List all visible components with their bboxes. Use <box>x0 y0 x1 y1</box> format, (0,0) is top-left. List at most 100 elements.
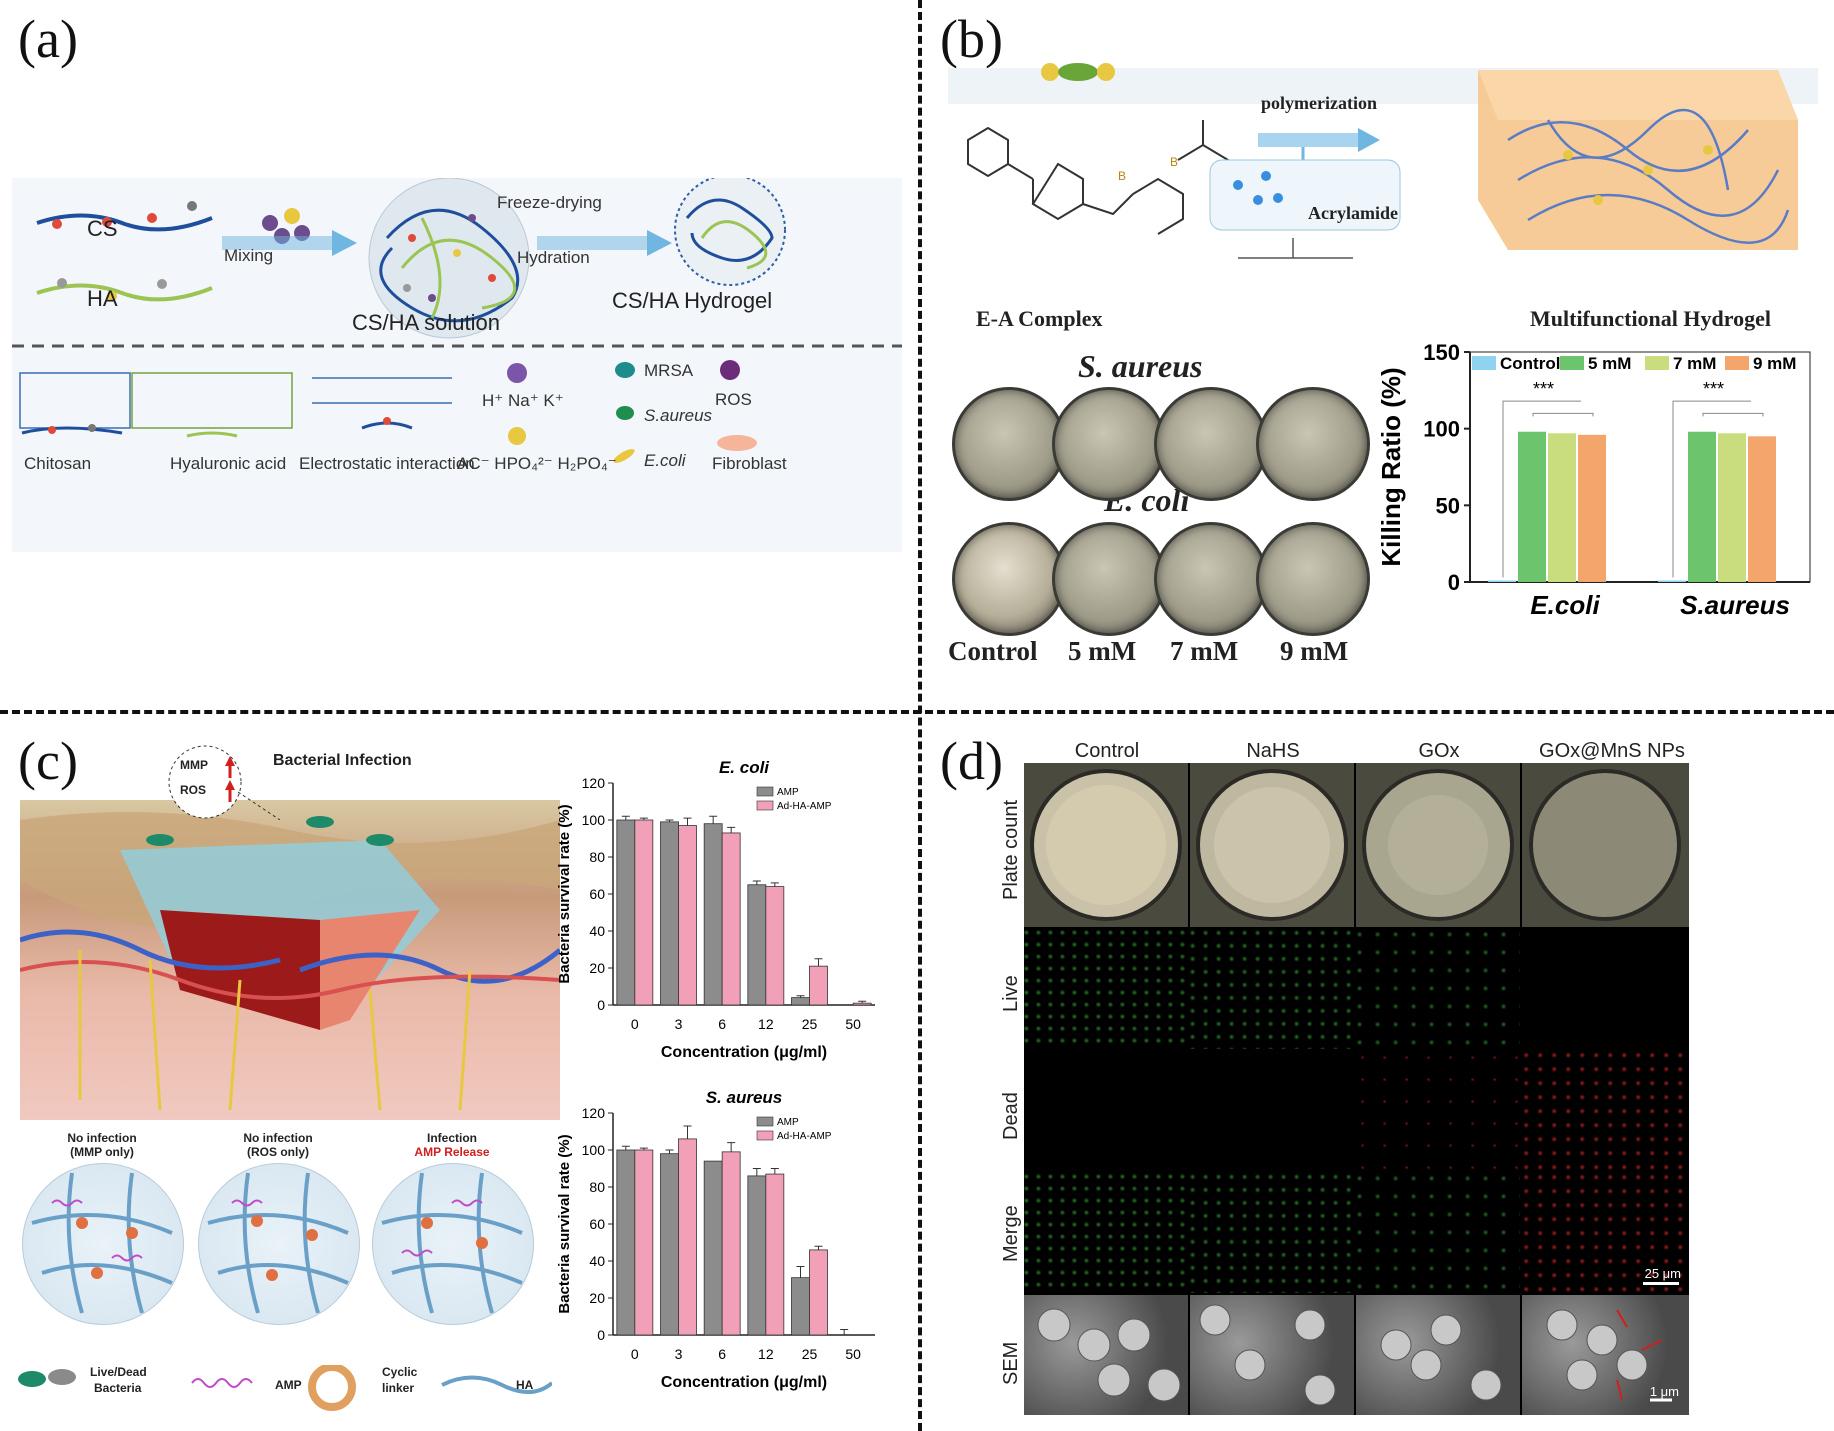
y-tick-label: 80 <box>589 849 605 865</box>
error-bar <box>709 815 718 824</box>
y-tick-label: 100 <box>1423 417 1460 442</box>
legend-label: Ad-HA-AMP <box>777 1131 832 1142</box>
sem-gox <box>1356 1295 1520 1415</box>
y-tick-label: 20 <box>589 1290 605 1306</box>
error-bar <box>621 815 630 820</box>
y-tick-label: 40 <box>589 1253 605 1269</box>
merge-nahs <box>1190 1173 1354 1293</box>
merge-gox <box>1356 1173 1520 1293</box>
bar <box>660 821 679 1006</box>
dish-ecoli-9mm <box>1256 522 1370 636</box>
microscopy-grid: 25 μm 1 μm <box>1024 763 1689 1415</box>
column-label-gox-mns: GOx@MnS NPs <box>1539 740 1685 762</box>
cs-label: CS <box>87 216 118 241</box>
y-tick-label: 60 <box>589 1216 605 1232</box>
bar <box>765 886 785 1006</box>
panel-a-schematic: CS HA Mixing Freeze-drying Hydration CS/… <box>12 178 902 552</box>
cs-ha-solution-label: CS/HA solution <box>352 310 500 335</box>
bar <box>1488 580 1516 582</box>
fibroblast-label: Fibroblast <box>712 454 787 473</box>
mmp-label: MMP <box>180 758 208 772</box>
vertical-divider <box>918 0 922 1431</box>
dish-saureus-7mm <box>1154 387 1268 501</box>
bar <box>703 1160 723 1336</box>
gel-ros-only <box>198 1163 360 1325</box>
error-bar <box>665 819 674 822</box>
x-tick-label: 12 <box>758 1016 774 1032</box>
legend-label: AMP <box>777 1117 799 1128</box>
bar <box>660 1153 679 1336</box>
gel-network-drawing <box>31 1172 523 1314</box>
y-tick-label: 150 <box>1423 340 1460 365</box>
row-label-live: Live <box>1000 975 1022 1012</box>
y-tick-label: 100 <box>582 1142 606 1158</box>
y-tick-label: 40 <box>589 923 605 939</box>
legend-ha: HA <box>516 1378 534 1392</box>
significance-bracket <box>1502 400 1594 578</box>
bar <box>678 1138 697 1336</box>
live-nahs <box>1190 929 1354 1049</box>
row-label-plate-count: Plate count <box>1000 799 1022 900</box>
cations-label: H⁺ Na⁺ K⁺ <box>482 391 564 410</box>
legend-swatch <box>756 786 774 797</box>
x-tick-label: S.aureus <box>1680 590 1790 620</box>
svg-text:B: B <box>1118 169 1126 183</box>
cs-ha-hydrogel-label: CS/HA Hydrogel <box>612 288 773 313</box>
y-axis-title: Bacteria survival rate (%) <box>556 804 573 983</box>
acrylamide-label: Acrylamide <box>1308 203 1398 223</box>
legend-label: Control <box>1500 354 1560 373</box>
bar <box>1748 436 1776 582</box>
legend-cyclic: Cyclic <box>382 1365 418 1379</box>
merge-control <box>1024 1173 1188 1293</box>
x-tick-label: 6 <box>718 1346 726 1362</box>
y-tick-label: 80 <box>589 1179 605 1195</box>
x-tick-label: 3 <box>675 1016 683 1032</box>
bar <box>791 1277 810 1336</box>
x-tick-label: 6 <box>718 1016 726 1032</box>
live-gox <box>1356 929 1520 1049</box>
x-tick-label: 3 <box>675 1346 683 1362</box>
no-infection-ros-label: No infection <box>243 1131 313 1145</box>
plate-control <box>1024 763 1188 927</box>
error-bar <box>858 1000 867 1004</box>
error-bar <box>796 1266 805 1278</box>
legend-swatch <box>1560 356 1584 370</box>
legend-amp: AMP <box>275 1378 302 1392</box>
ros-label-c: ROS <box>180 783 207 797</box>
infection-label: Infection <box>427 1131 477 1145</box>
ea-complex-label: E-A Complex <box>976 306 1103 331</box>
y-tick-label: 120 <box>582 1105 606 1121</box>
error-bar <box>796 995 805 998</box>
bar <box>1688 431 1716 582</box>
legend-bacteria: Bacteria <box>94 1381 142 1395</box>
mixing-label: Mixing <box>224 246 274 265</box>
multifunctional-hydrogel-label: Multifunctional Hydrogel <box>1530 306 1771 331</box>
dish-label-control: Control <box>948 636 1038 666</box>
dead-gox-mns <box>1522 1051 1689 1171</box>
bar <box>721 832 741 1006</box>
scale-label-25: 25 μm <box>1644 1266 1681 1281</box>
legend-label: 5 mM <box>1588 354 1631 373</box>
error-bar <box>639 817 648 820</box>
x-tick-label: 50 <box>845 1346 861 1362</box>
anions-label: AC⁻ HPO₄²⁻ H₂PO₄⁻ <box>457 454 617 473</box>
legend-label: 7 mM <box>1673 354 1716 373</box>
ha-label: HA <box>87 286 118 311</box>
chart-title: E. coli <box>719 758 770 777</box>
y-tick-label: 0 <box>597 1327 605 1343</box>
column-label-nahs: NaHS <box>1246 740 1300 762</box>
scale-bar-25 <box>1643 1282 1679 1285</box>
error-bar <box>770 1168 779 1175</box>
error-bar <box>814 1245 823 1250</box>
bar <box>634 1149 654 1336</box>
no-infection-mmp-label: No infection <box>67 1131 137 1145</box>
dead-gox <box>1356 1051 1520 1171</box>
bar <box>1658 580 1686 582</box>
dish-label-9mm: 9 mM <box>1280 636 1349 666</box>
x-tick-label: E.coli <box>1530 590 1600 620</box>
legend-label: AMP <box>777 787 799 798</box>
sem-control <box>1024 1295 1188 1415</box>
y-tick-label: 100 <box>582 812 606 828</box>
no-infection-mmp-sub: (MMP only) <box>70 1145 134 1159</box>
bar <box>616 819 636 1006</box>
